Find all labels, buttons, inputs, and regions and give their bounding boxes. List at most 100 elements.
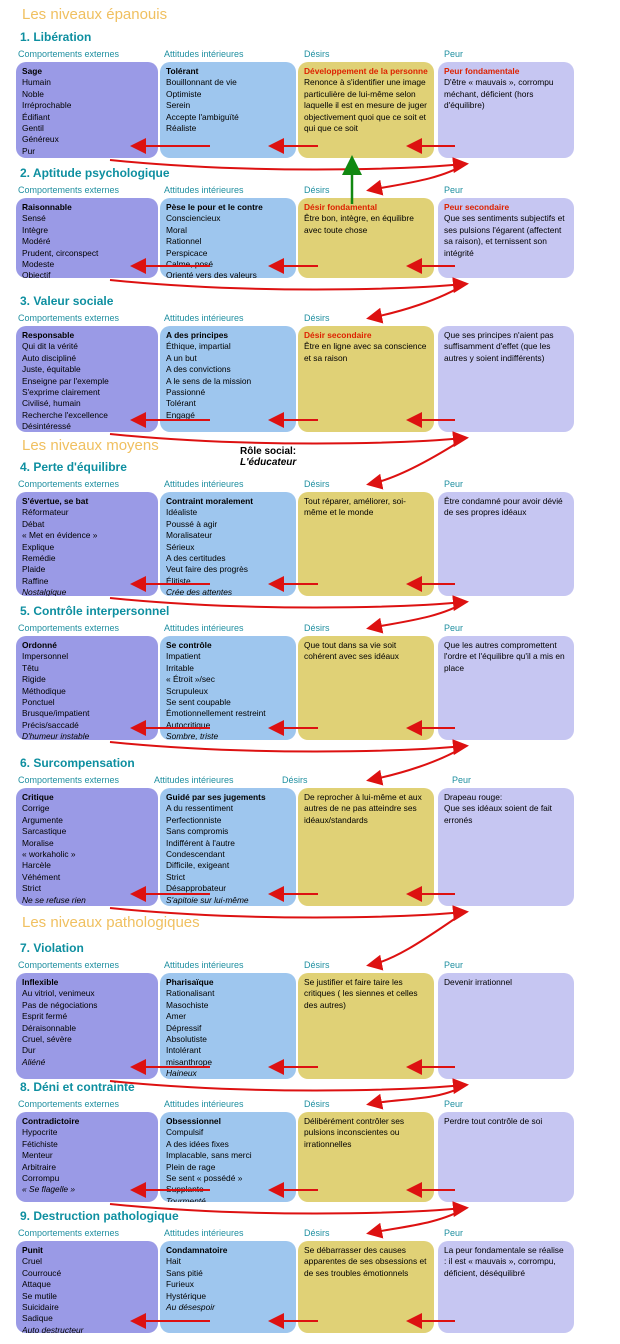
box-italic-line: Ne se refuse rien (22, 894, 86, 905)
box-line: Têtu (22, 662, 39, 673)
column-header: Comportements externes (18, 479, 120, 489)
box-line: Recherche l'excellence (22, 409, 108, 420)
column-header: Désirs (304, 185, 330, 195)
box-line: A des idées fixes (166, 1138, 229, 1149)
box-line: Condescendant (166, 849, 225, 860)
box-line: A des convictions (166, 364, 231, 375)
box-line: Renonce à s'identifier une image particu… (304, 77, 427, 134)
arrow-level-down (109, 277, 469, 294)
box-italic-line: Crée des attentes (166, 587, 233, 596)
box-line: S'exprime clairement (22, 387, 100, 398)
fear-box: Que ses principes n'aient pas suffisamme… (438, 326, 574, 432)
arrow-level-down (109, 1078, 469, 1095)
desire-box: Tout réparer, améliorer, soi-même et le … (298, 492, 434, 596)
box-line: Émotionnellement restreint (166, 708, 266, 719)
column-header: Attitudes intérieures (164, 313, 244, 323)
desire-box: Délibérément contrôler ses pulsions inco… (298, 1112, 434, 1202)
box-line: Au vitriol, venimeux (22, 988, 95, 999)
box-line: Gentil (22, 123, 44, 134)
box-title: Ordonné (22, 640, 57, 650)
fear-box: Drapeau rouge:Que ses idéaux soient de f… (438, 788, 574, 906)
box-line: Ponctuel (22, 697, 55, 708)
box-line: A du ressentiment (166, 803, 234, 814)
arrow-level-next (366, 437, 466, 490)
box-line: Que ses sentiments subjectifs et ses pul… (444, 213, 565, 258)
box-line: Amer (166, 1011, 187, 1022)
fear-box: Que les autres compromettent l'ordre et … (438, 636, 574, 740)
fear-box: Devenir irrationnel (438, 973, 574, 1079)
fear-box: La peur fondamentale se réalise : il est… (438, 1241, 574, 1333)
box-line: Sans compromis (166, 826, 229, 837)
box-title: Critique (22, 792, 54, 802)
arrow-level-next (366, 911, 466, 971)
box-line: Modeste (22, 259, 55, 270)
box-line: Sans pitié (166, 1267, 203, 1278)
column-header: Comportements externes (18, 623, 120, 633)
box-line: Optimiste (166, 88, 202, 99)
box-line: Sérieux (166, 541, 195, 552)
box-line: Débat (22, 518, 45, 529)
box-line: Prudent, circonspect (22, 247, 99, 258)
box-italic-line: Nostalgique (22, 587, 67, 596)
box-italic-line: Aliéné (22, 1056, 46, 1067)
column-header: Attitudes intérieures (164, 479, 244, 489)
box-line: Furieux (166, 1279, 194, 1290)
column-header: Désirs (304, 623, 330, 633)
box-line: Irritable (166, 662, 194, 673)
column-header: Attitudes intérieures (154, 775, 234, 785)
column-header: Attitudes intérieures (164, 623, 244, 633)
box-line: Sarcastique (22, 826, 67, 837)
box-title: Désir fondamental (304, 202, 378, 212)
box-line: Idéaliste (166, 507, 198, 518)
column-header: Peur (444, 185, 464, 195)
box-line: Moralise (22, 837, 54, 848)
box-line: Auto discipliné (22, 352, 77, 363)
box-italic-line: Tourmenté (166, 1195, 206, 1202)
level-title: 2. Aptitude psychologique (20, 166, 170, 180)
box-title: Développement de la personne (304, 66, 428, 76)
box-line: Explique (22, 541, 55, 552)
box-line: Calme, posé (166, 259, 214, 270)
box-italic-line: D'humeur instable (22, 731, 90, 740)
box-line: Précis/saccadé (22, 719, 79, 730)
box-line: Hypocrite (22, 1127, 58, 1138)
desire-box: De reprocher à lui-même et aux autres de… (298, 788, 434, 906)
box-line: « Étroit »/sec (166, 674, 215, 685)
desire-box: Que tout dans sa vie soit cohérent avec … (298, 636, 434, 740)
box-line: Impatient (166, 651, 201, 662)
box-title: Sage (22, 66, 43, 76)
column-header: Peur (444, 1099, 464, 1109)
box-line: Pur (22, 145, 36, 156)
box-line: Corrige (22, 803, 50, 814)
box-line: « workaholic » (22, 849, 76, 860)
box-line: Strict (166, 871, 186, 882)
box-line: Arbitraire (22, 1161, 56, 1172)
box-line: Rationnel (166, 236, 202, 247)
box-line: Édifiant (22, 111, 50, 122)
box-line: Humain (22, 77, 51, 88)
box-line: Harcèle (22, 860, 51, 871)
box-line: Implacable, sans merci (166, 1150, 252, 1161)
box-line: Se sent « possédé » (166, 1173, 243, 1184)
column-header: Désirs (304, 313, 330, 323)
column-header: Peur (444, 960, 464, 970)
box-line: Absolutiste (166, 1034, 207, 1045)
section-title-healthy: Les niveaux épanouis (22, 6, 168, 23)
column-header: Attitudes intérieures (164, 960, 244, 970)
column-header: Désirs (304, 49, 330, 59)
box-line: Que les autres compromettent l'ordre et … (444, 640, 565, 673)
box-line: Être bon, intègre, en équilibre avec tou… (304, 213, 414, 235)
level-title: 7. Violation (20, 941, 84, 955)
box-line: Sadique (22, 1313, 53, 1324)
box-line: Réaliste (166, 123, 197, 134)
